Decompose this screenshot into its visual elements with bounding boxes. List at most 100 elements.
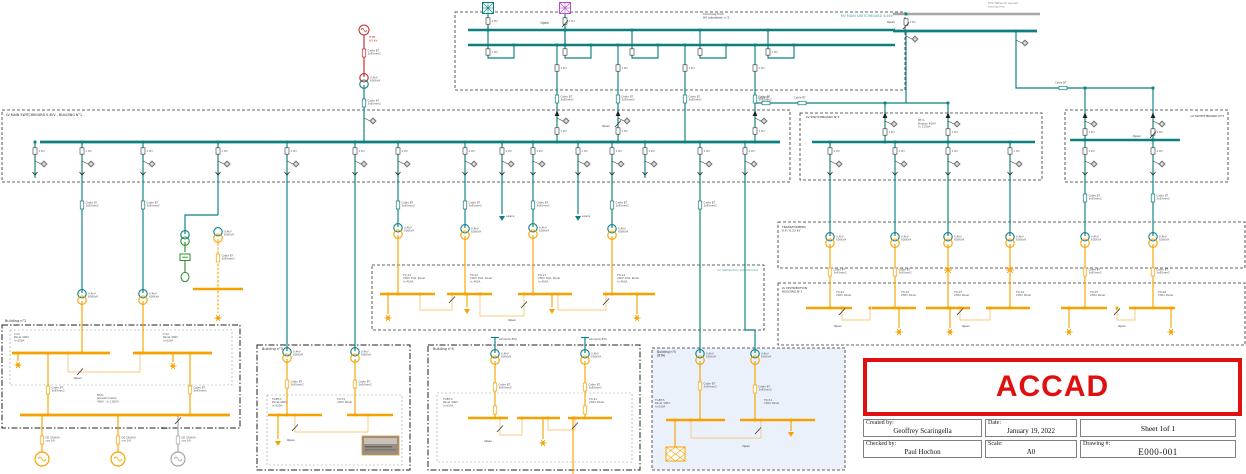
junction-dot [988, 306, 992, 310]
meter-stub [501, 160, 509, 165]
meter-icon [564, 119, 568, 123]
junction-dot [176, 413, 180, 417]
sheet-cell: Sheet 1of 1 [1080, 419, 1236, 437]
motor-icon [180, 271, 190, 283]
date-cell: Date: January 19, 2022 [985, 419, 1077, 437]
breaker-label: 1 PU [469, 149, 475, 153]
breaker-label: 1 PU [561, 66, 567, 70]
cable-marker [761, 100, 771, 106]
junction-dot [946, 306, 950, 310]
feeder-arrow-icon [1150, 171, 1156, 176]
dashed-region [1, 109, 791, 183]
transformer-icon [213, 227, 223, 237]
incomer-arrow-icon [752, 110, 758, 116]
feeder-arrow-icon [462, 171, 468, 176]
open-switch-icon [520, 301, 528, 309]
transformer-icon [825, 232, 835, 242]
breaker-label: 1 PU [749, 149, 755, 153]
breaker-icon [530, 147, 536, 155]
open-switch-icon [956, 308, 964, 316]
meter-icon [148, 160, 156, 168]
junction-dot [893, 140, 897, 144]
feeder-arrow-icon [140, 171, 146, 176]
open-switch-icon [902, 22, 910, 30]
junction-dot [285, 140, 289, 144]
dashed-region [371, 264, 765, 331]
junction-dot [1083, 306, 1087, 310]
breaker-label: 1 PU [147, 149, 153, 153]
junction-dot [141, 351, 145, 355]
meter-icon [1160, 162, 1164, 166]
junction-dot [33, 140, 37, 144]
cable-marker [892, 267, 898, 277]
cable-marker [352, 379, 358, 389]
breaker-icon [395, 147, 401, 155]
transformer-icon [282, 353, 292, 363]
breaker-label: 1 PU [772, 50, 778, 54]
meter-icon [619, 162, 623, 166]
breaker-label: 1 PU [834, 149, 840, 153]
generator-icon [37, 456, 47, 462]
photo-thumbnail [365, 446, 392, 448]
breaker-label: 1 PU [952, 130, 958, 134]
cable-marker [45, 385, 51, 395]
junction-dot [353, 140, 357, 144]
junction-dot [366, 413, 370, 417]
buses-layer [12, 12, 1180, 422]
dashed-region [799, 112, 1043, 181]
transformer-icon [695, 355, 705, 365]
junction-dot [630, 28, 634, 32]
junction-dot [792, 43, 796, 47]
junction-dot [753, 418, 757, 422]
open-switch-icon [76, 368, 84, 376]
junction-dot [563, 28, 567, 32]
sheet-value: Sheet 1of 1 [1140, 423, 1176, 433]
transformer-icon [750, 349, 760, 359]
hatched-load-icon [665, 446, 676, 455]
transformer-icon [528, 223, 538, 233]
open-label: Open [962, 324, 970, 328]
open-switch-icon [754, 427, 762, 435]
transformer-icon [750, 355, 760, 365]
meter-stub [611, 160, 619, 165]
open-label: Open [742, 444, 750, 448]
meter-icon [953, 160, 961, 168]
junction-dot [216, 287, 220, 291]
open-label: Open [1118, 324, 1126, 328]
meter-stub [1152, 120, 1160, 125]
junction-dot [1151, 138, 1155, 142]
junction-dot [897, 306, 901, 310]
breaker-icon [1082, 147, 1088, 155]
breaker-label: 1 PU [86, 149, 92, 153]
meter-icon [403, 160, 411, 168]
breaker-label: 1 PU [561, 129, 567, 133]
dashed-region [777, 282, 1246, 346]
meter-icon [585, 162, 589, 166]
junction-dot [493, 416, 497, 420]
cable-marker [115, 435, 121, 445]
circuit-line [1015, 31, 1153, 89]
breaker-icon [1082, 128, 1088, 136]
open-switch-icon [174, 417, 182, 425]
meter-icon [617, 160, 625, 168]
breaker-icon [882, 128, 888, 136]
junction-dot [610, 140, 614, 144]
ground-icon [1067, 330, 1071, 334]
date-label: Date: [988, 420, 1001, 426]
meter-stub [1084, 120, 1092, 125]
